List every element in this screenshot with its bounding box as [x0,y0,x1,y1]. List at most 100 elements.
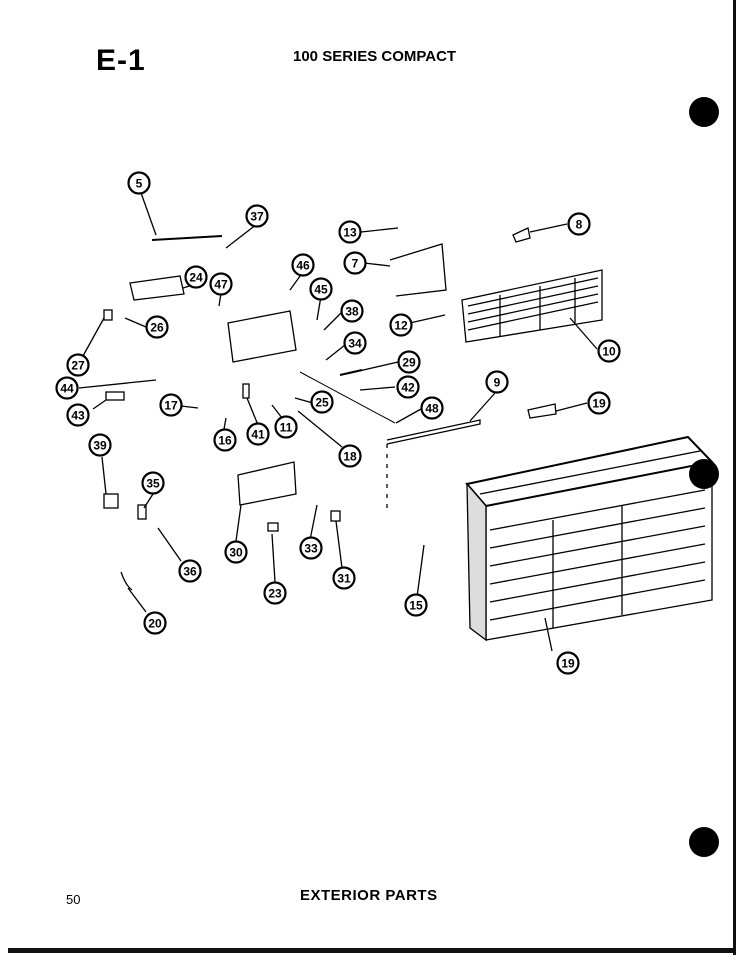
callout-number: 35 [146,477,160,491]
callout-balloon [338,220,362,244]
callout-number: 29 [402,356,416,370]
callout-number: 9 [494,376,501,390]
callout-number: 13 [343,226,357,240]
callout-33: 33 [299,536,323,560]
callout-9: 9 [485,370,509,394]
callout-balloon [291,253,315,277]
callout-number: 46 [296,259,310,273]
page-footer-title: EXTERIOR PARTS [300,887,438,904]
callout-number: 47 [214,278,228,292]
callout-45: 45 [309,277,333,301]
callout-7: 7 [343,251,367,275]
callout-balloon [404,593,428,617]
callout-balloon [141,471,165,495]
callout-balloon [485,370,509,394]
callout-number: 16 [218,434,232,448]
callout-number: 43 [71,409,85,423]
callout-balloon [340,299,364,323]
callout-44: 44 [55,376,79,400]
callout-balloon [145,315,169,339]
page-number: 50 [66,892,81,907]
callout-15: 15 [404,593,428,617]
callout-balloon [343,251,367,275]
callout-balloon [389,313,413,337]
callout-balloon [143,611,167,635]
callout-number: 37 [250,210,264,224]
callout-46: 46 [291,253,315,277]
callout-31: 31 [332,566,356,590]
callout-number: 30 [229,546,243,560]
callout-balloon [338,444,362,468]
callout-number: 33 [304,542,318,556]
callout-balloon [88,433,112,457]
callout-27: 27 [66,353,90,377]
callout-balloon [245,204,269,228]
callout-30: 30 [224,540,248,564]
callout-number: 44 [60,382,74,396]
callout-balloon [209,272,233,296]
callout-26: 26 [145,315,169,339]
callout-number: 24 [189,271,203,285]
callout-11: 11 [274,415,298,439]
callout-20: 20 [143,611,167,635]
callout-47: 47 [209,272,233,296]
page-right-edge [733,0,736,955]
rear-grille [461,269,603,343]
callout-number: 38 [345,305,359,319]
relay-block [129,275,185,301]
callout-balloon [66,403,90,427]
callout-balloon [159,393,183,417]
page-header: 100 SERIES COMPACT [293,48,457,65]
callout-number: 8 [576,218,583,232]
callout-43: 43 [66,403,90,427]
callout-balloon [274,415,298,439]
callout-8: 8 [567,212,591,236]
callout-48: 48 [420,396,444,420]
front-grille-panel [465,435,714,642]
callout-number: 36 [183,565,197,579]
callout-number: 18 [343,450,357,464]
callout-41: 41 [246,422,270,446]
page-id: E-1 [96,44,146,77]
callout-12: 12 [389,313,413,337]
callout-25: 25 [310,390,334,414]
callout-balloon [309,277,333,301]
callout-balloon [332,566,356,590]
callout-number: 31 [337,572,351,586]
callout-number: 17 [164,399,178,413]
side-panel [386,419,481,445]
callout-35: 35 [141,471,165,495]
callout-number: 19 [561,657,575,671]
callout-10: 10 [597,339,621,363]
callout-16: 16 [213,428,237,452]
callout-number: 5 [136,177,143,191]
thermostat-assembly [389,243,447,297]
callout-balloon [310,390,334,414]
callout-number: 23 [268,587,282,601]
callout-number: 42 [401,381,415,395]
callout-balloon [66,353,90,377]
callout-37: 37 [245,204,269,228]
callout-balloon [556,651,580,675]
callout-number: 34 [348,337,362,351]
callout-balloon [263,581,287,605]
callout-number: 45 [314,283,328,297]
callout-balloon [397,350,421,374]
callout-number: 20 [148,617,162,631]
binder-hole-icon [689,827,719,857]
binder-hole-icon [689,97,719,127]
callout-balloon [55,376,79,400]
callout-balloon [396,375,420,399]
callout-34: 34 [343,331,367,355]
callout-number: 7 [352,257,359,271]
callout-17: 17 [159,393,183,417]
callout-42: 42 [396,375,420,399]
callout-5: 5 [127,171,151,195]
callout-18: 18 [338,444,362,468]
control-panel [227,310,297,363]
callout-balloon [299,536,323,560]
callout-23: 23 [263,581,287,605]
callout-number: 41 [251,428,265,442]
callout-balloon [127,171,151,195]
callout-balloon [343,331,367,355]
